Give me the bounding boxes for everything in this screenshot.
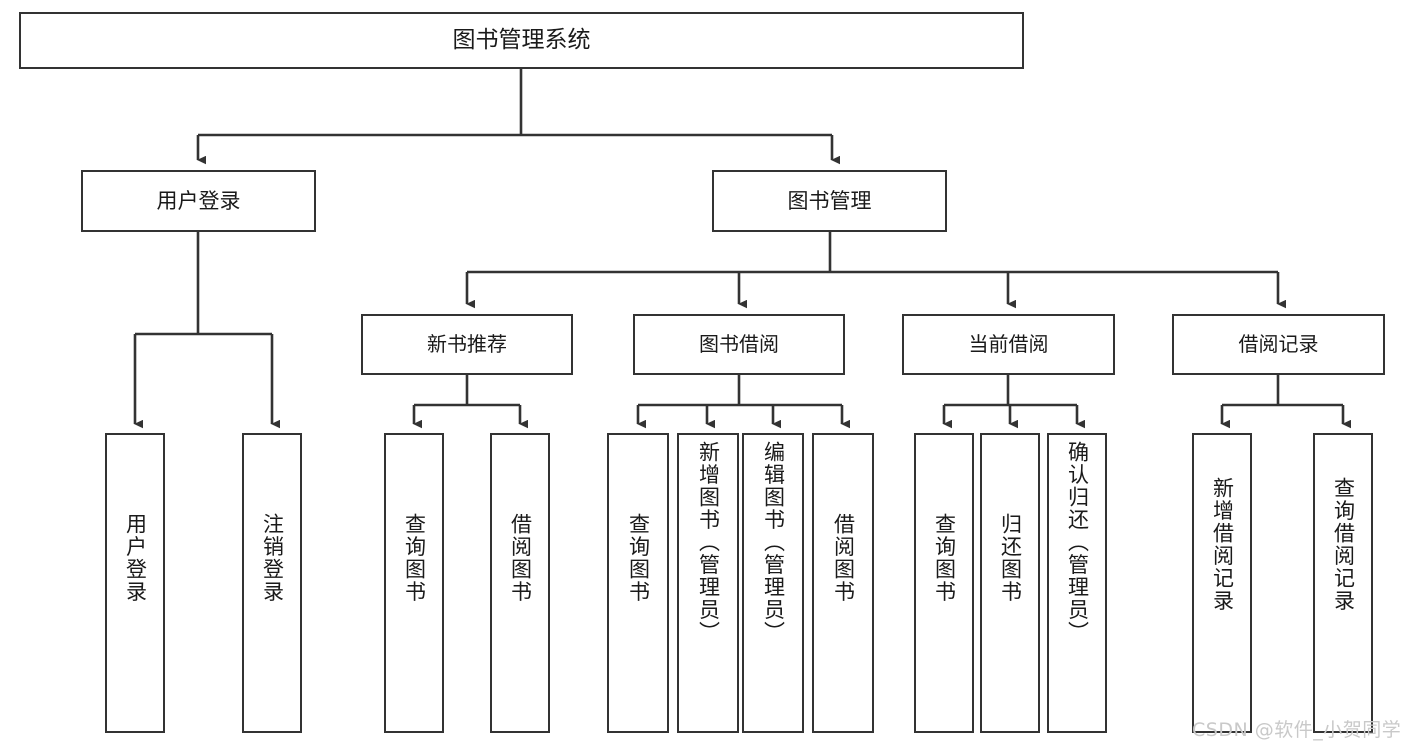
leaf-current-borrow-query-book[interactable]: 查询图书 (914, 433, 974, 733)
node-root-book-management-system[interactable]: 图书管理系统 (19, 12, 1024, 69)
leaf-label: 编辑图书（管理员） (761, 441, 786, 644)
node-borrow-record[interactable]: 借阅记录 (1172, 314, 1385, 375)
csdn-watermark: CSDN @软件_小贺同学 (1192, 719, 1402, 741)
leaf-current-borrow-return-book[interactable]: 归还图书 (980, 433, 1040, 733)
leaf-borrow-record-query-record[interactable]: 查询借阅记录 (1313, 433, 1373, 733)
leaf-label: 确认归还（管理员） (1065, 441, 1090, 644)
leaf-label: 用户登录 (123, 513, 148, 603)
node-book-management[interactable]: 图书管理 (712, 170, 947, 232)
node-new-book-recommend[interactable]: 新书推荐 (361, 314, 573, 375)
node-label: 图书管理 (787, 188, 872, 213)
leaf-label: 查询图书 (932, 513, 957, 603)
node-current-borrow[interactable]: 当前借阅 (902, 314, 1115, 375)
leaf-borrow-record-add-record[interactable]: 新增借阅记录 (1192, 433, 1252, 733)
node-label: 新书推荐 (427, 331, 507, 356)
node-label: 借阅记录 (1238, 331, 1319, 356)
leaf-book-borrow-add-book-admin[interactable]: 新增图书（管理员） (677, 433, 739, 733)
leaf-label: 借阅图书 (831, 513, 856, 603)
leaf-book-borrow-edit-book-admin[interactable]: 编辑图书（管理员） (742, 433, 804, 733)
leaf-book-borrow-query-book[interactable]: 查询图书 (607, 433, 669, 733)
node-user-login[interactable]: 用户登录 (81, 170, 316, 232)
node-book-borrow[interactable]: 图书借阅 (633, 314, 845, 375)
leaf-new-book-query-book[interactable]: 查询图书 (384, 433, 444, 733)
leaf-user-login-login[interactable]: 用户登录 (105, 433, 165, 733)
leaf-label: 新增图书（管理员） (696, 441, 721, 644)
leaf-current-borrow-confirm-return-admin[interactable]: 确认归还（管理员） (1047, 433, 1107, 733)
node-label: 用户登录 (156, 188, 241, 213)
leaf-label: 新增借阅记录 (1210, 477, 1235, 612)
leaf-user-login-logout[interactable]: 注销登录 (242, 433, 302, 733)
node-label: 图书管理系统 (452, 26, 591, 53)
leaf-label: 查询图书 (402, 513, 427, 603)
leaf-label: 注销登录 (260, 513, 285, 603)
leaf-book-borrow-borrow-book[interactable]: 借阅图书 (812, 433, 874, 733)
leaf-label: 查询借阅记录 (1331, 477, 1356, 612)
leaf-new-book-borrow-book[interactable]: 借阅图书 (490, 433, 550, 733)
node-label: 图书借阅 (699, 331, 779, 356)
node-label: 当前借阅 (968, 331, 1049, 356)
leaf-label: 借阅图书 (508, 513, 533, 603)
leaf-label: 归还图书 (998, 513, 1023, 603)
leaf-label: 查询图书 (626, 513, 651, 603)
